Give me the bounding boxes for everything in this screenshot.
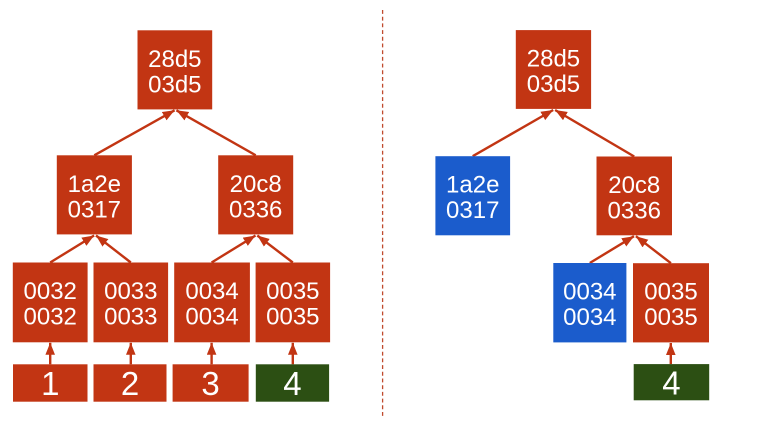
svg-text:0336: 0336 [229,196,282,223]
svg-text:0317: 0317 [446,197,499,224]
svg-text:4: 4 [283,365,301,402]
svg-text:1: 1 [41,365,59,402]
svg-text:3: 3 [201,365,219,402]
svg-text:0032: 0032 [24,304,77,331]
svg-text:28d5: 28d5 [148,46,201,73]
svg-text:0033: 0033 [104,304,157,331]
svg-text:0035: 0035 [644,279,697,306]
svg-text:03d5: 03d5 [527,71,580,98]
svg-text:28d5: 28d5 [527,46,580,73]
svg-text:1a2e: 1a2e [446,172,499,199]
svg-text:0035: 0035 [644,304,697,331]
svg-text:0032: 0032 [24,278,77,305]
svg-text:0336: 0336 [608,198,661,225]
svg-text:0033: 0033 [104,278,157,305]
svg-text:20c8: 20c8 [230,171,282,198]
svg-text:0034: 0034 [185,278,238,305]
svg-text:0035: 0035 [266,304,319,331]
svg-text:0034: 0034 [563,304,616,331]
svg-text:0317: 0317 [68,196,121,223]
svg-text:0035: 0035 [266,278,319,305]
svg-text:1a2e: 1a2e [68,171,121,198]
svg-text:03d5: 03d5 [148,71,201,98]
svg-text:2: 2 [121,365,139,402]
svg-text:20c8: 20c8 [608,172,660,199]
svg-text:0034: 0034 [185,304,238,331]
svg-text:0034: 0034 [563,279,616,306]
svg-text:4: 4 [662,365,680,402]
